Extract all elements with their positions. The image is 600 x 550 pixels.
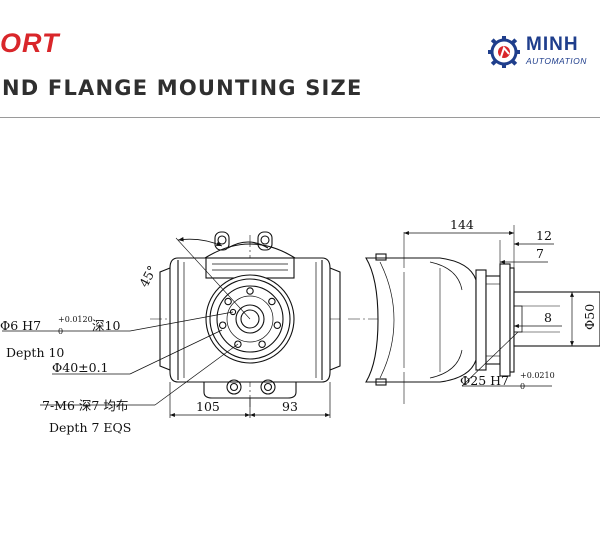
dim-105: 105 (196, 399, 220, 414)
gear-robot-icon (488, 36, 520, 68)
dim-phi50: Φ50 (582, 304, 597, 330)
dim-12: 12 (536, 228, 552, 243)
bore-tolerance-lower: 0 (520, 382, 525, 391)
dim-144: 144 (450, 217, 474, 232)
dim-7: 7 (536, 246, 544, 261)
logo-subtitle: AUTOMATION (526, 56, 587, 66)
bore-tolerance-upper: +0.0210 (520, 371, 555, 380)
hole-tolerance-lower: 0 (58, 327, 63, 336)
dim-8: 8 (544, 310, 552, 325)
angle-label: 45° (136, 263, 160, 290)
logo-name: MINH (526, 34, 579, 55)
angle-arc (177, 237, 223, 247)
hole-tolerance-upper: +0.0120 (58, 315, 93, 324)
hole-depth-cn: 深10 (92, 318, 120, 333)
angle-line (175, 237, 251, 320)
front-view (150, 231, 341, 418)
hole-spec: Φ6 H7 (0, 318, 41, 333)
company-logo: MINH AUTOMATION (486, 32, 600, 72)
brand-fragment: ORT (0, 28, 60, 58)
bore-spec: Φ25 H7 (460, 373, 509, 388)
page-title: ND FLANGE MOUNTING SIZE (2, 76, 363, 100)
hole-depth: Depth 10 (6, 345, 64, 360)
header-divider (0, 117, 600, 118)
bore-leader (461, 331, 519, 387)
side-view (348, 225, 600, 404)
pcd-spec: Φ40±0.1 (52, 360, 109, 375)
dim-93: 93 (282, 399, 298, 414)
leaders (2, 311, 239, 406)
thread-spec: 7-M6 深7 均布 (42, 398, 128, 413)
thread-depth: Depth 7 EQS (49, 420, 131, 435)
